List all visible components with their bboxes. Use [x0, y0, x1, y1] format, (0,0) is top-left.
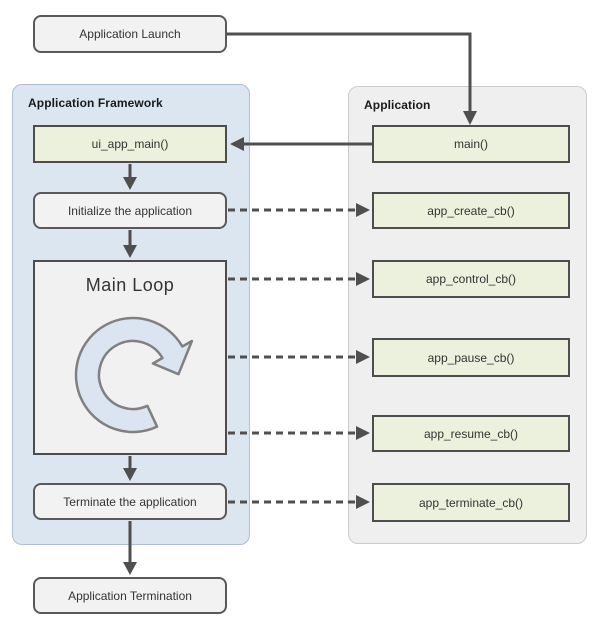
node-label: app_resume_cb() [423, 426, 519, 441]
node-app-create-cb: app_create_cb() [372, 192, 570, 229]
node-app-control-cb: app_control_cb() [372, 260, 570, 298]
node-label: main() [453, 137, 488, 151]
node-app-terminate-cb: app_terminate_cb() [372, 483, 570, 522]
node-label: app_terminate_cb() [418, 495, 524, 510]
node-application-launch: Application Launch [33, 15, 227, 53]
node-application-termination: Application Termination [33, 577, 227, 614]
node-terminate: Terminate the application [33, 483, 227, 520]
node-label: Initialize the application [67, 203, 193, 218]
node-label: Application Termination [68, 588, 192, 603]
node-main-loop: Main Loop [33, 260, 227, 455]
node-app-pause-cb: app_pause_cb() [372, 338, 570, 377]
application-title: Application [364, 98, 431, 112]
node-app-resume-cb: app_resume_cb() [372, 415, 570, 452]
node-ui-app-main: ui_app_main() [33, 125, 227, 163]
node-label: Application Launch [79, 27, 181, 41]
node-label: app_control_cb() [425, 272, 517, 286]
node-initialize: Initialize the application [33, 192, 227, 229]
node-label: app_create_cb() [427, 203, 515, 218]
node-main: main() [372, 125, 570, 163]
main-loop-label: Main Loop [85, 275, 175, 295]
node-label: app_pause_cb() [427, 350, 515, 365]
framework-title: Application Framework [28, 96, 163, 110]
node-label: Terminate the application [63, 494, 197, 509]
arrowhead-down-termination [123, 562, 137, 575]
node-label: ui_app_main() [91, 137, 169, 151]
